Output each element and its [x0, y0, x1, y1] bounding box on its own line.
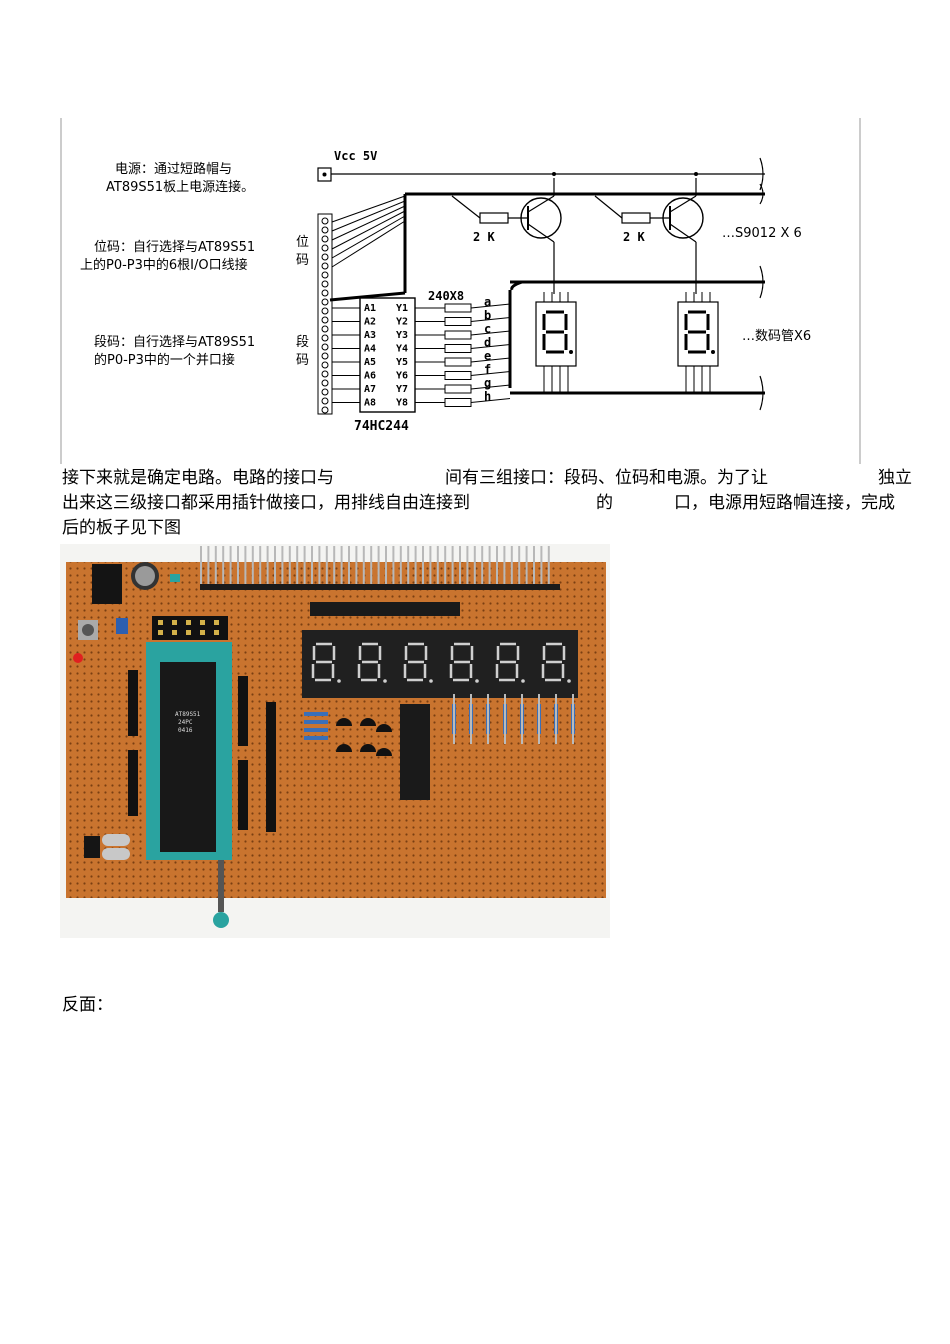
mcu-marking-1: AT89S51 — [175, 711, 201, 718]
resistor-array-label: 240X8 — [428, 289, 464, 303]
header-pin — [321, 217, 329, 225]
mcu-marking-2: 24PC — [178, 719, 193, 726]
chip-output-label: Y1 — [396, 303, 408, 314]
seven-segment-display — [677, 292, 719, 392]
header-pin — [321, 316, 329, 324]
line1-seg-b: 间有三组接口：段码、位码和电源。为了让 — [445, 468, 768, 488]
segment-note-line1: 段码：自行选择与AT89S51 — [94, 335, 255, 350]
vcc-label: Vcc 5V — [334, 149, 377, 163]
segment-letter: f — [484, 363, 491, 377]
transistor-label: …S9012 X 6 — [722, 226, 802, 241]
header-pin — [321, 262, 329, 270]
segment-letter: g — [484, 376, 491, 390]
header-pin — [321, 298, 329, 306]
chip-output-label: Y3 — [396, 330, 408, 341]
segment-side-label-2: 码 — [296, 353, 309, 368]
chip-output-label: Y4 — [396, 344, 408, 355]
paragraph-line-3: 后的板子见下图 — [62, 516, 181, 540]
line2-seg-a: 出来这三级接口都采用插针做接口，用排线自由连接到 — [62, 493, 470, 513]
segment-letter: a — [484, 295, 491, 309]
chip-input-label: A7 — [364, 384, 376, 395]
line1-seg-c: 独立 — [878, 468, 912, 488]
header-pin — [321, 289, 329, 297]
segment-letter: b — [484, 309, 491, 323]
seven-segment-display — [535, 292, 577, 392]
header-pin — [321, 334, 329, 342]
chip-input-label: A2 — [364, 317, 376, 328]
segment-side-label-1: 段 — [296, 335, 309, 350]
segment-letter: c — [484, 322, 491, 336]
header-pin — [321, 352, 329, 360]
board-seven-segment-display — [532, 630, 578, 698]
digit-side-label-2: 码 — [296, 253, 309, 268]
header-pin — [321, 226, 329, 234]
chip-output-label: Y8 — [396, 398, 408, 409]
board-seven-segment-display — [486, 630, 532, 698]
header-pin — [321, 244, 329, 252]
mcu-chip — [160, 662, 216, 852]
resistor-label-2: 2 K — [623, 230, 645, 244]
chip-input-label: A5 — [364, 357, 376, 368]
digit-note-line2: 上的P0-P3中的6根I/O口线接 — [80, 257, 248, 273]
segment-letter: d — [484, 336, 491, 350]
segment-note-line2: 的P0-P3中的一个并口接 — [94, 352, 235, 368]
chip-name: 74HC244 — [354, 419, 409, 434]
segment-letter: h — [484, 390, 491, 404]
header-pin — [321, 361, 329, 369]
header-pin — [321, 235, 329, 243]
chip-output-label: Y2 — [396, 317, 408, 328]
resistor-label-1: 2 K — [473, 230, 495, 244]
header-pin — [321, 343, 329, 351]
header-pin — [321, 370, 329, 378]
header-pin — [321, 406, 329, 414]
line2-seg-b: 的 — [596, 493, 613, 513]
line3-seg-a: 后的板子见下图 — [62, 518, 181, 538]
chip-input-label: A1 — [364, 303, 376, 314]
header-pin — [321, 307, 329, 315]
chip-output-label: Y7 — [396, 384, 408, 395]
segment-letter: e — [484, 349, 491, 363]
header-pin — [321, 388, 329, 396]
board-photo: AT89S51 24PC 0416 — [60, 544, 610, 938]
board-seven-segment-display — [394, 630, 440, 698]
header-pin — [321, 271, 329, 279]
chip-input-label: A3 — [364, 330, 376, 341]
header-pin — [321, 397, 329, 405]
mcu-marking-3: 0416 — [178, 727, 193, 734]
header-pin — [321, 379, 329, 387]
chip-input-label: A8 — [364, 398, 376, 409]
line1-seg-a: 接下来就是确定电路。电路的接口与 — [62, 468, 334, 488]
chip-output-label: Y5 — [396, 357, 408, 368]
header-pin — [321, 325, 329, 333]
line2-seg-c: 口，电源用短路帽连接，完成 — [674, 493, 895, 513]
display-label: …数码管X6 — [742, 329, 811, 344]
header-pin — [321, 280, 329, 288]
board-seven-segment-display — [440, 630, 486, 698]
chip-input-label: A6 — [364, 371, 376, 382]
circuit-schematic: 电源：通过短路帽与 AT89S51板上电源连接。 位码：自行选择与AT89S51… — [60, 118, 861, 464]
chip-input-label: A4 — [364, 344, 376, 355]
power-note-line1: 电源：通过短路帽与 — [115, 161, 232, 177]
board-seven-segment-display — [302, 630, 348, 698]
back-side-label: 反面： — [62, 995, 113, 1015]
header-pin — [321, 253, 329, 261]
board-seven-segment-display — [348, 630, 394, 698]
paragraph-line-1: 接下来就是确定电路。电路的接口与 间有三组接口：段码、位码和电源。为了让 独立 — [62, 466, 916, 490]
power-note-line2: AT89S51板上电源连接。 — [106, 179, 254, 195]
paragraph-line-2: 出来这三级接口都采用插针做接口，用排线自由连接到 的 口，电源用短路帽连接，完成 — [62, 491, 916, 515]
digit-side-label-1: 位 — [296, 235, 309, 250]
chip-output-label: Y6 — [396, 371, 408, 382]
digit-note-line1: 位码：自行选择与AT89S51 — [94, 240, 255, 255]
